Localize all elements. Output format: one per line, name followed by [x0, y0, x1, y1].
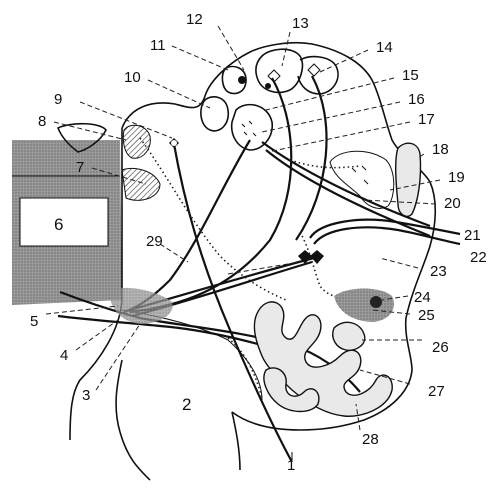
number-labels: 1 2 3 4 5 6 7 8 9 10 11 12 13 14 15 16 1…: [30, 11, 487, 474]
label-16: 16: [408, 91, 425, 108]
label-5: 5: [30, 313, 38, 330]
label-18: 18: [432, 141, 449, 158]
label-6: 6: [54, 215, 63, 234]
label-26: 26: [432, 339, 449, 356]
label-1: 1: [287, 457, 295, 474]
label-11: 11: [150, 37, 166, 54]
brainstem-outline: [69, 41, 437, 481]
label-13: 13: [292, 15, 309, 32]
stippled-nuclei: [109, 287, 394, 324]
label-27: 27: [428, 383, 445, 400]
label-9: 9: [54, 91, 62, 108]
label-20: 20: [444, 195, 461, 212]
label-21: 21: [464, 227, 481, 244]
label-2: 2: [182, 395, 191, 414]
leader-lines: [45, 25, 441, 460]
dorsal-nuclei: [200, 48, 339, 151]
label-29: 29: [146, 233, 163, 250]
label-10: 10: [124, 69, 141, 86]
dotted-tracts: [139, 137, 371, 301]
left-stippled-region: [12, 140, 122, 305]
label-24: 24: [414, 289, 431, 306]
label-19: 19: [448, 169, 465, 186]
label-15: 15: [402, 67, 419, 84]
inferior-olive: [253, 301, 393, 417]
label-12: 12: [186, 11, 203, 28]
label-8: 8: [38, 113, 46, 130]
label-7: 7: [76, 159, 84, 176]
label-14: 14: [376, 39, 393, 56]
label-17: 17: [418, 111, 435, 128]
label-25: 25: [418, 307, 435, 324]
label-23: 23: [430, 263, 447, 280]
left-hatched-nuclei: [56, 122, 161, 201]
label-4: 4: [60, 347, 68, 364]
label-3: 3: [82, 387, 90, 404]
right-lateral-nuclei: [329, 142, 422, 218]
label-22: 22: [470, 249, 487, 266]
label-28: 28: [362, 431, 379, 448]
neuron-cells: [169, 76, 324, 264]
